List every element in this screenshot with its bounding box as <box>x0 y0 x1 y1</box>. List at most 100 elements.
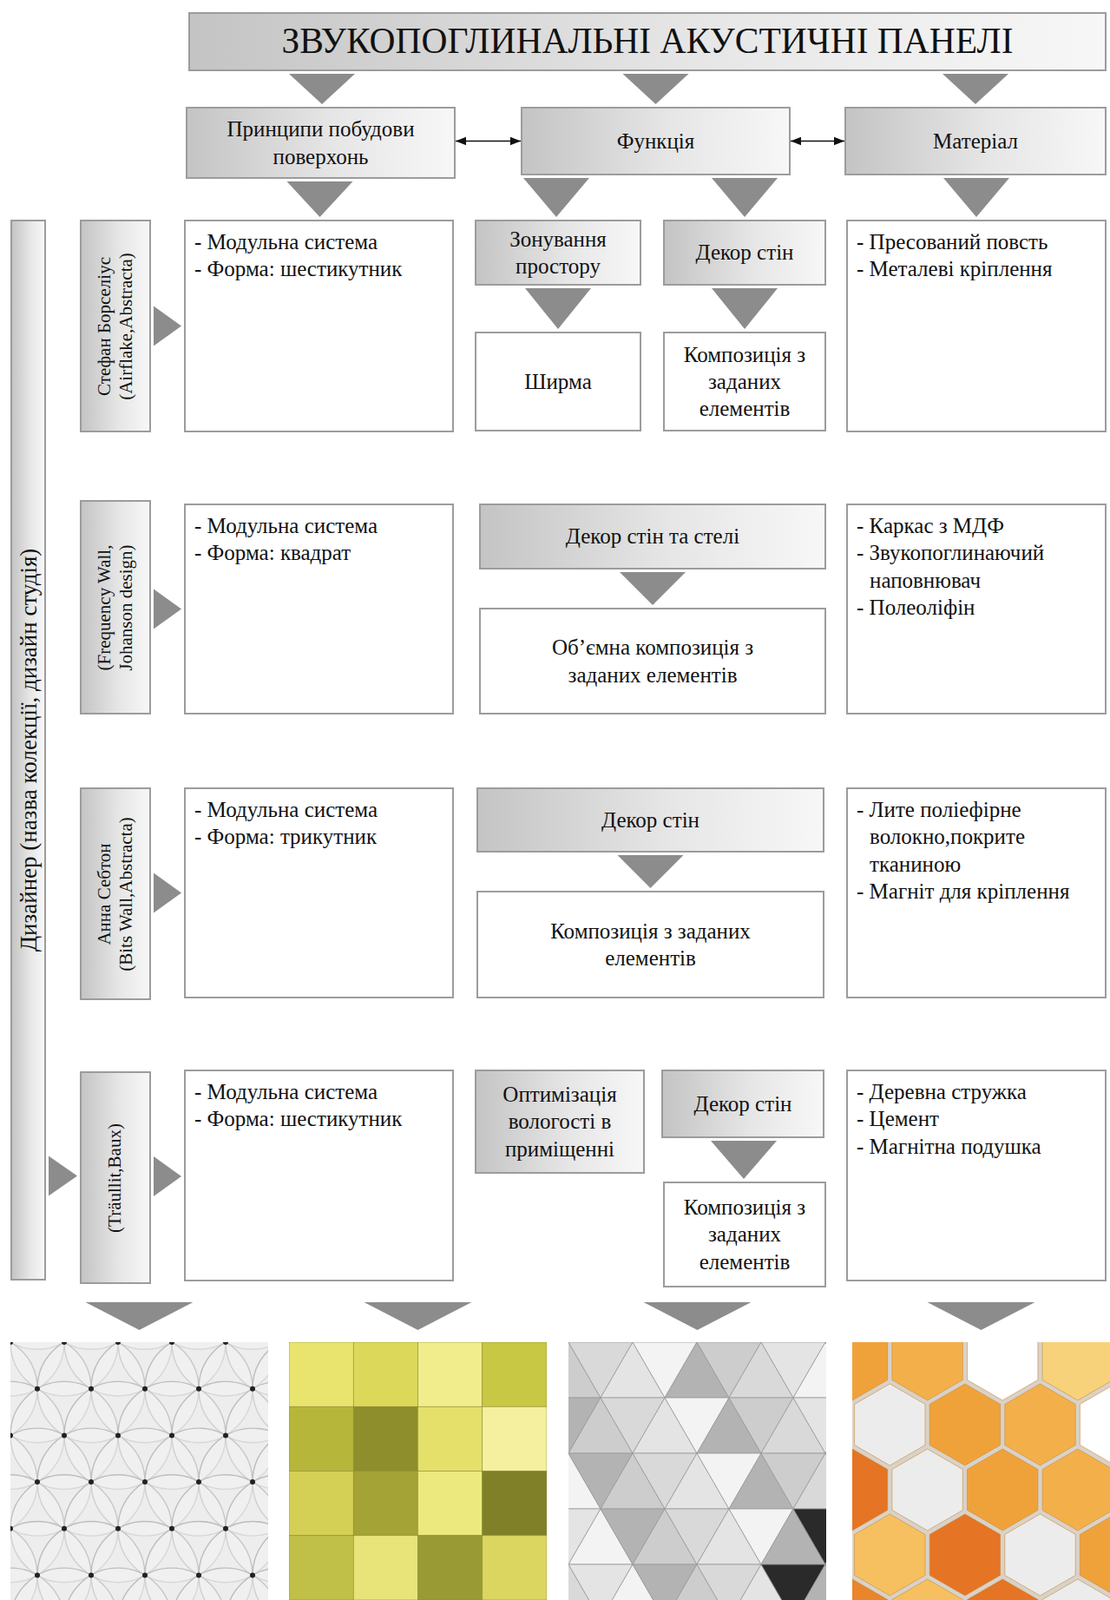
header-box: Декор стін <box>476 787 825 853</box>
box-text: - Модульна система <box>194 1077 444 1105</box>
square-tile <box>482 1405 547 1471</box>
fixing-dot <box>34 1385 40 1392</box>
fixing-dot <box>223 1431 229 1438</box>
box-text: - Пресований повсть <box>856 228 1097 256</box>
hexagon-tile <box>892 1578 963 1600</box>
box-text: Зонування простору <box>483 225 633 281</box>
pointer-triangle <box>617 854 684 888</box>
rotated-text: (Frequency Wall, Johanson design) <box>93 518 138 697</box>
fixing-dot <box>115 1431 121 1438</box>
fixing-dot <box>115 1341 121 1345</box>
vertical-band: Дизайнер (назва колекції, дизайн студія) <box>10 219 46 1281</box>
box-text: (Airflake,Abstracta) <box>115 236 138 415</box>
square-tile <box>353 1535 418 1600</box>
box-text: Композиція з заданих елементів <box>671 341 818 423</box>
box-text: - Звукопоглинаючий наповнювач <box>856 538 1097 594</box>
fixing-dot <box>61 1341 67 1345</box>
triangle-tile <box>793 1452 827 1509</box>
box-text: Композиція з заданих елементів <box>520 917 782 973</box>
fixing-dot <box>249 1385 256 1392</box>
fixing-dot <box>142 1571 148 1577</box>
header-box: Принципи побудови поверхонь <box>185 106 456 179</box>
hexagon-tile <box>1004 1383 1076 1465</box>
hexagon-tile <box>929 1383 1000 1465</box>
header-box: Декор стін <box>663 219 827 286</box>
square-tile <box>353 1471 418 1536</box>
square-tile <box>353 1341 418 1406</box>
triangle-tile <box>793 1508 827 1564</box>
square-tile <box>353 1405 418 1471</box>
box-text: - Деревна стружка <box>856 1077 1097 1105</box>
header-box: Оптимізація вологості в приміщенні <box>474 1069 645 1174</box>
hexagon-tile <box>854 1513 926 1596</box>
box-text: Матеріал <box>932 127 1019 155</box>
fixing-dot <box>115 1525 121 1531</box>
box-text: (Träullit,Baux) <box>104 1088 126 1267</box>
box-text: Композиція з заданих елементів <box>671 1193 818 1275</box>
hexagon-tile <box>1004 1513 1076 1596</box>
list-box: - Модульна система- Форма: трикутник <box>183 787 454 999</box>
hexagon-tile <box>967 1448 1038 1531</box>
hexagon-tile <box>1042 1448 1110 1531</box>
box-text: Анна Себтон <box>93 804 116 983</box>
pointer-triangle <box>711 177 778 217</box>
box-text: - Форма: трикутник <box>194 822 444 850</box>
list-box: - Деревна стружка- Цемент- Магнітна поду… <box>846 1069 1107 1281</box>
triangle-tile <box>825 1341 827 1398</box>
box-text: Дизайнер (назва колекції, дизайн студія) <box>13 233 42 1267</box>
pointer-triangle <box>525 288 592 329</box>
box-text: Декор стін <box>696 238 795 266</box>
triangle-tile <box>825 1452 827 1509</box>
pointer-triangle <box>85 1301 194 1330</box>
rotated-text: Анна Себтон(Bits Wall,Abstracta) <box>93 804 138 983</box>
petal-panel <box>10 1341 269 1600</box>
fixing-dot <box>196 1571 202 1577</box>
box-text: - Полеоліфін <box>856 593 1097 621</box>
hexagon-tile <box>967 1578 1038 1600</box>
fixing-dot <box>10 1431 14 1438</box>
square-tile <box>288 1341 354 1406</box>
rotated-text: (Träullit,Baux) <box>104 1088 126 1267</box>
box-text: - Металеві кріплення <box>856 255 1097 283</box>
triangle-tile <box>793 1563 827 1600</box>
pointer-triangle <box>153 306 182 347</box>
fixing-dot <box>249 1571 256 1577</box>
vertical-band: Стефан Борселіус(Airflake,Abstracta) <box>79 219 152 433</box>
fixing-dot <box>61 1525 67 1531</box>
content-box: Композиція з заданих елементів <box>476 890 825 999</box>
header-box: ЗВУКОПОГЛИНАЛЬНІ АКУСТИЧНІ ПАНЕЛІ <box>188 12 1107 72</box>
fixing-dot <box>223 1341 229 1345</box>
box-text: Декор стін <box>694 1090 793 1117</box>
box-text: (Bits Wall,Abstracta) <box>115 804 138 983</box>
header-box: Зонування простору <box>474 219 642 286</box>
pointer-triangle <box>288 73 355 105</box>
box-text: - Модульна система <box>194 795 444 823</box>
square-tile <box>482 1341 547 1406</box>
pointer-triangle <box>287 181 354 217</box>
hexagon-tile <box>892 1448 963 1531</box>
fixing-dot <box>61 1431 67 1438</box>
triangle-tile <box>793 1341 827 1398</box>
square-tile <box>482 1535 547 1600</box>
pointer-triangle <box>623 73 690 105</box>
box-text: Принципи побудови поверхонь <box>194 115 447 171</box>
vertical-band: Анна Себтон(Bits Wall,Abstracta) <box>79 787 152 1000</box>
fixing-dot <box>88 1478 94 1485</box>
fixing-dot <box>249 1478 256 1485</box>
box-text: - Модульна система <box>194 512 444 539</box>
square-tile <box>418 1471 483 1536</box>
box-text: Об’ємна композиція з заданих елементів <box>522 633 783 689</box>
box-text: - Магніт для кріплення <box>856 877 1097 905</box>
box-text: - Модульна система <box>194 228 444 256</box>
pointer-triangle <box>523 177 590 217</box>
triangle-tile <box>825 1508 827 1564</box>
double-arrow <box>455 140 521 143</box>
box-text: Декор стін та стелі <box>565 522 740 550</box>
pointer-triangle <box>153 589 182 630</box>
content-box: Композиція з заданих елементів <box>663 331 827 432</box>
rotated-text: Стефан Борселіус(Airflake,Abstracta) <box>93 236 138 415</box>
list-box: - Лите поліефірне волокно,покрите тканин… <box>846 787 1107 999</box>
box-text: - Лите поліефірне волокно,покрите тканин… <box>856 795 1097 878</box>
list-box: - Модульна система- Форма: квадрат <box>183 503 454 715</box>
box-text: Оптимізація вологості в приміщенні <box>483 1080 637 1163</box>
